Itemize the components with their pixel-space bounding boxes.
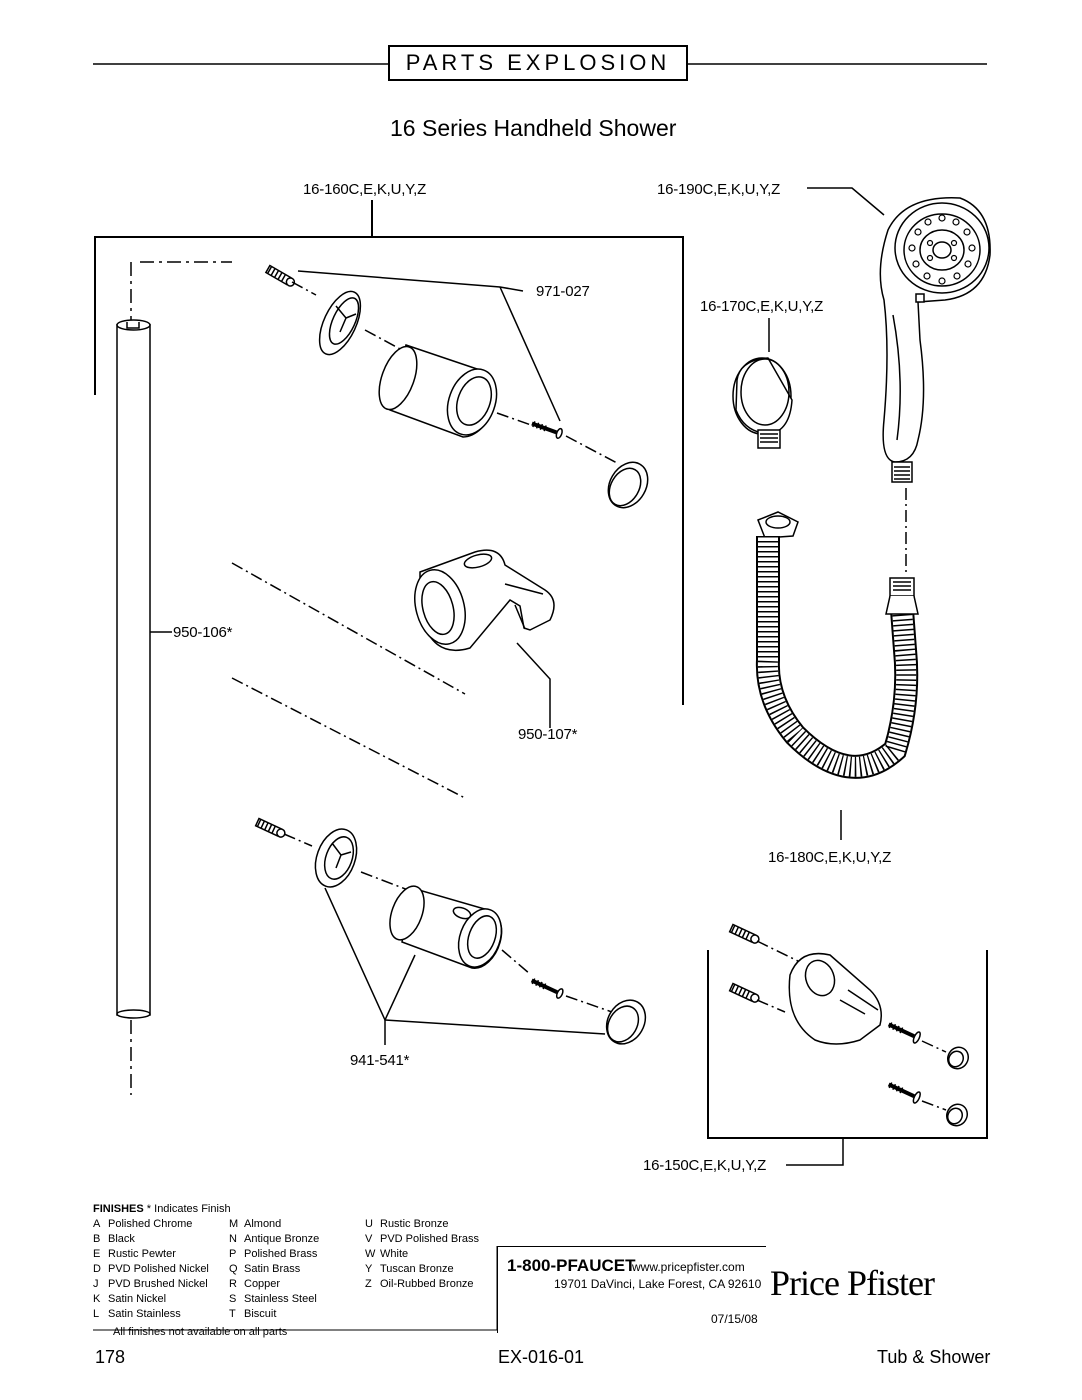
bottom-anchor-screw [254,817,286,838]
bracket-screw-top [887,1022,921,1044]
page-number: 178 [95,1347,126,1367]
website[interactable]: www.pricepfister.com [632,1260,745,1274]
finishes-footnote: All finishes not available on all parts [113,1326,288,1338]
address: 19701 DaVinci, Lake Forest, CA 92610 [554,1277,762,1291]
wall-elbow-16-170 [732,318,793,449]
label-slide-bar: 950-106* [173,624,233,641]
section-label: PARTS EXPLOSION [405,50,671,75]
document-code: EX-016-01 [498,1347,585,1367]
label-hose: 16-180C,E,K,U,Y,Z [768,849,892,866]
bottom-end-cap [605,999,647,1045]
top-anchor-screw [264,264,296,287]
handheld-shower-16-190 [807,187,991,572]
bracket-screw-bottom [887,1082,921,1104]
top-end-cap [607,461,649,509]
bottom-slide-collar [389,885,503,969]
category-label: Tub & Shower [877,1347,991,1367]
bottom-cap-screw [530,978,564,999]
section-header-box: PARTS EXPLOSION [388,45,688,81]
phone-number: 1-800-PFAUCET [507,1256,636,1275]
label-wall-bracket: 16-150C,E,K,U,Y,Z [643,1157,767,1174]
brand-logo: Price Pfister [770,1263,935,1303]
page-title: 16 Series Handheld Shower [390,115,677,141]
wall-bracket-16-150 [707,923,988,1166]
top-wall-flange [318,290,362,356]
bottom-mount-assembly [254,817,647,1045]
revision-date: 07/15/08 [711,1312,758,1326]
finishes-legend: FINISHES * Indicates Finish [93,1202,231,1217]
top-slide-collar [378,344,498,438]
label-bracket: 950-107* [518,726,578,743]
bracket-950-107 [231,549,555,799]
label-elbow: 16-170C,E,K,U,Y,Z [700,298,824,315]
label-slide-bar-kit: 16-160C,E,K,U,Y,Z [303,181,427,198]
label-screw-set: 971-027 [536,283,590,300]
label-handheld: 16-190C,E,K,U,Y,Z [657,181,781,198]
slide-bar-kit-bracket [94,200,684,705]
top-cap-screw [531,421,563,439]
bracket-anchor-top [728,923,760,944]
slide-bar-950-106 [116,261,232,1095]
label-end-cap-set: 941-541* [350,1052,410,1069]
finishes-note: * Indicates Finish [146,1203,231,1215]
contact-box [497,1246,766,1333]
bottom-wall-flange [314,828,358,888]
shower-hose-16-180 [755,511,919,840]
finishes-heading: FINISHES [93,1203,144,1215]
top-mount-assembly [264,264,649,509]
bracket-anchor-bottom [728,982,760,1003]
